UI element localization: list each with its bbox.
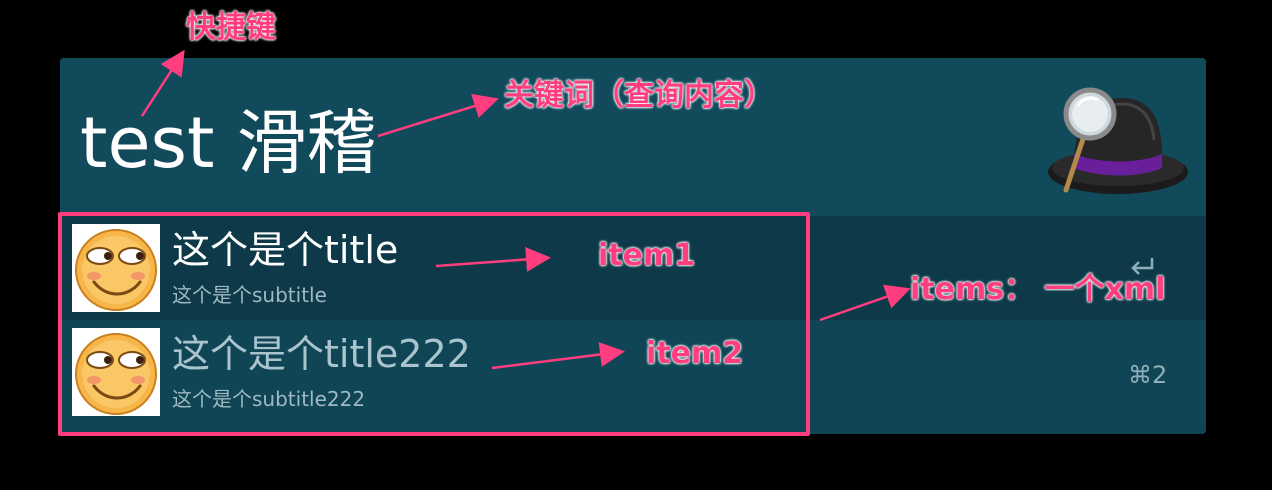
results-list: 这个是个title 这个是个subtitle xyxy=(60,216,1206,434)
annotation-keyword: 关键词（查询内容） xyxy=(504,78,774,113)
return-icon xyxy=(1131,258,1154,275)
annotation-items: items： 一个xml xyxy=(910,272,1166,307)
result-subtitle: 这个是个subtitle222 xyxy=(172,387,366,411)
annotation-shortcut: 快捷键 xyxy=(186,10,276,45)
annotation-item1: item1 xyxy=(598,238,696,273)
smirk-emoji-icon xyxy=(72,224,160,312)
result-subtitle: 这个是个subtitle xyxy=(172,283,327,307)
result-item-2[interactable]: 这个是个title222 这个是个subtitle222 ⌘2 xyxy=(60,320,1206,424)
annotation-item2: item2 xyxy=(646,336,744,371)
smirk-emoji-icon xyxy=(72,328,160,416)
result-title: 这个是个title xyxy=(172,228,399,272)
search-bar: test 滑稽 xyxy=(60,58,1206,216)
alfred-window: test 滑稽 xyxy=(60,58,1206,434)
result-title: 这个是个title222 xyxy=(172,332,471,376)
items-highlight-box xyxy=(58,212,810,436)
result-item-1[interactable]: 这个是个title 这个是个subtitle xyxy=(60,216,1206,320)
alfred-hat-icon xyxy=(1048,87,1188,194)
keyboard-shortcut-label: ⌘2 xyxy=(1128,361,1168,389)
search-input[interactable]: test 滑稽 xyxy=(80,102,377,184)
